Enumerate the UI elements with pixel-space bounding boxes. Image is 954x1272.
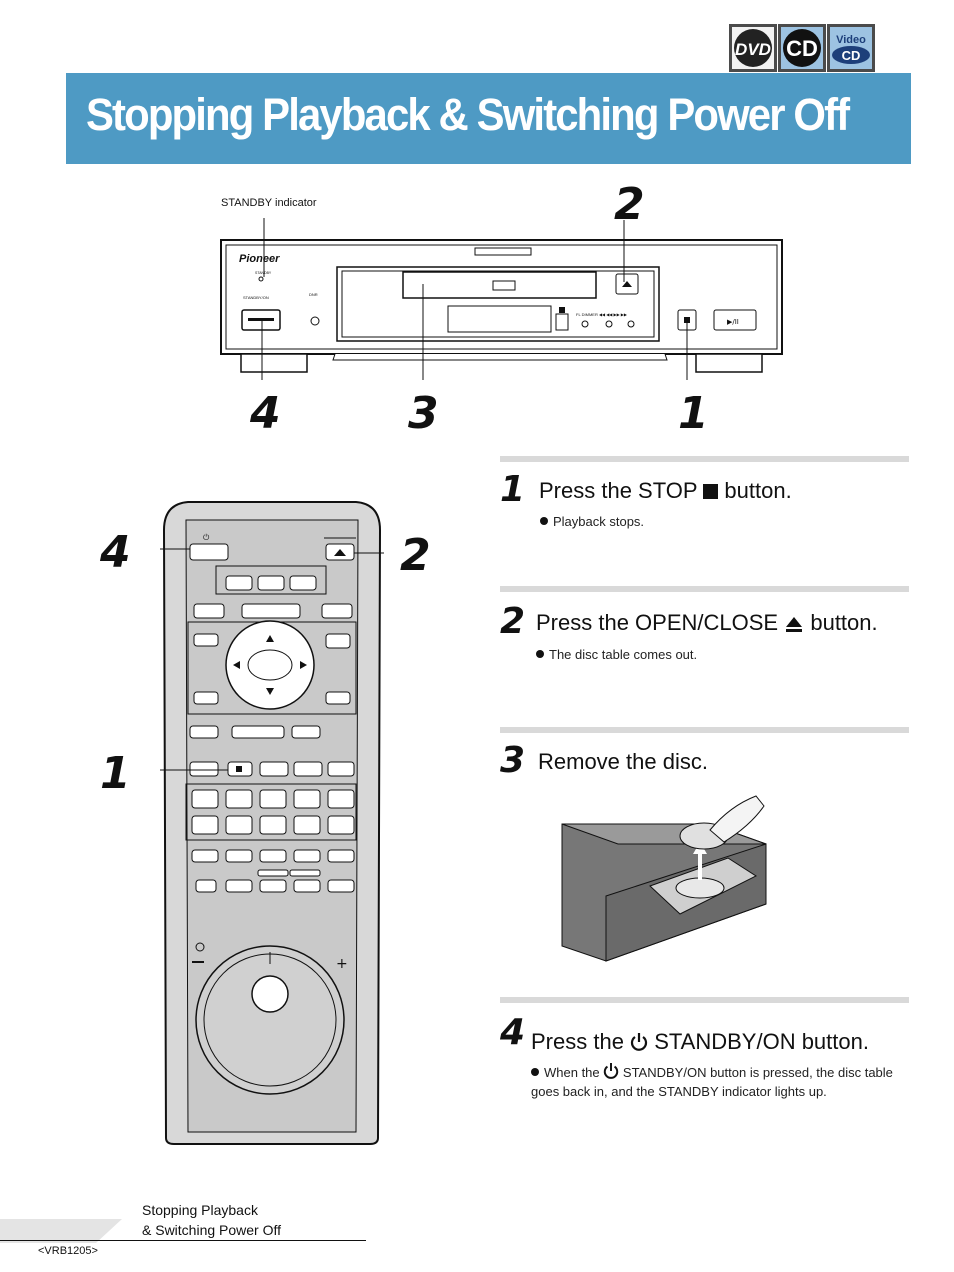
step-4-title-pre: Press the xyxy=(531,1029,624,1054)
step-4-divider xyxy=(500,997,909,1003)
step-2-divider xyxy=(500,586,909,592)
remote-callout-1: 1 xyxy=(100,748,131,799)
standby-power-icon xyxy=(630,1033,648,1051)
standby-power-icon xyxy=(604,1063,619,1079)
step-1-divider xyxy=(500,456,909,462)
page-title: Stopping Playback & Switching Power Off xyxy=(86,89,850,140)
dvd-badge: DVD xyxy=(735,40,771,59)
svg-text:DNR: DNR xyxy=(309,292,318,297)
step-2-note: The disc table comes out. xyxy=(536,645,697,664)
step-4-title: Press the STANDBY/ON button. xyxy=(531,1029,869,1055)
svg-text:FL DIMMER ◀◀ ◀◀ ▶▶ ▶▶: FL DIMMER ◀◀ ◀◀ ▶▶ ▶▶ xyxy=(576,312,628,317)
video-badge-top: Video xyxy=(836,34,866,46)
step-2-title-post: button. xyxy=(810,610,878,635)
step-1-title-post: button. xyxy=(724,478,792,503)
step-1-number: 1 xyxy=(500,469,526,510)
stop-icon xyxy=(703,484,719,499)
player-callout-3: 3 xyxy=(408,388,439,439)
svg-text:STANDBY/ON: STANDBY/ON xyxy=(243,295,269,300)
title-banner: Stopping Playback & Switching Power Off xyxy=(66,73,911,164)
player-callout-2: 2 xyxy=(614,179,645,230)
footer-rule xyxy=(0,1240,366,1241)
step-2-number: 2 xyxy=(500,601,526,642)
step-2-title: Press the OPEN/CLOSE button. xyxy=(536,610,878,636)
step-1-note: Playback stops. xyxy=(540,512,644,531)
disc-format-badges: DVD CD Video CD xyxy=(729,24,875,72)
player-front-panel-illustration: Pioneer STANDBY STANDBY/ON DNR FL DIMMER… xyxy=(220,218,783,380)
step-4-title-post: STANDBY/ON button. xyxy=(654,1029,869,1054)
step-3-number: 3 xyxy=(500,740,526,781)
step-3-divider xyxy=(500,727,909,733)
step-4-note: When the STANDBY/ON button is pressed, t… xyxy=(531,1062,909,1101)
svg-text:▶/II: ▶/II xyxy=(727,318,739,326)
video-badge-bottom: CD xyxy=(842,48,861,63)
step-4-number: 4 xyxy=(500,1012,526,1053)
remove-disc-illustration xyxy=(561,795,767,962)
standby-indicator-label: STANDBY indicator xyxy=(221,197,317,209)
bullet-icon xyxy=(531,1068,539,1076)
footer-section-title: Stopping Playback & Switching Power Off xyxy=(142,1202,282,1238)
step-3-title: Remove the disc. xyxy=(538,749,708,774)
remote-callout-2: 2 xyxy=(400,530,431,581)
bullet-icon xyxy=(536,650,544,658)
player-callout-1: 1 xyxy=(678,388,709,439)
bullet-icon xyxy=(540,517,548,525)
step-1-title: Press the STOP button. xyxy=(539,478,792,504)
player-callout-4: 4 xyxy=(250,388,281,439)
cd-badge: CD xyxy=(786,36,818,61)
svg-text:⏻: ⏻ xyxy=(203,533,210,542)
svg-text:+: + xyxy=(336,956,348,972)
eject-icon xyxy=(786,617,803,632)
svg-text:STANDBY: STANDBY xyxy=(255,271,272,275)
remote-callout-4: 4 xyxy=(100,527,131,578)
document-code: <VRB1205> xyxy=(38,1245,98,1257)
step-2-title-pre: Press the OPEN/CLOSE xyxy=(536,610,779,635)
svg-text:Pioneer: Pioneer xyxy=(239,253,280,265)
remote-control-illustration: ⏻ + xyxy=(160,501,384,1145)
step-1-title-pre: Press the STOP xyxy=(539,478,698,503)
